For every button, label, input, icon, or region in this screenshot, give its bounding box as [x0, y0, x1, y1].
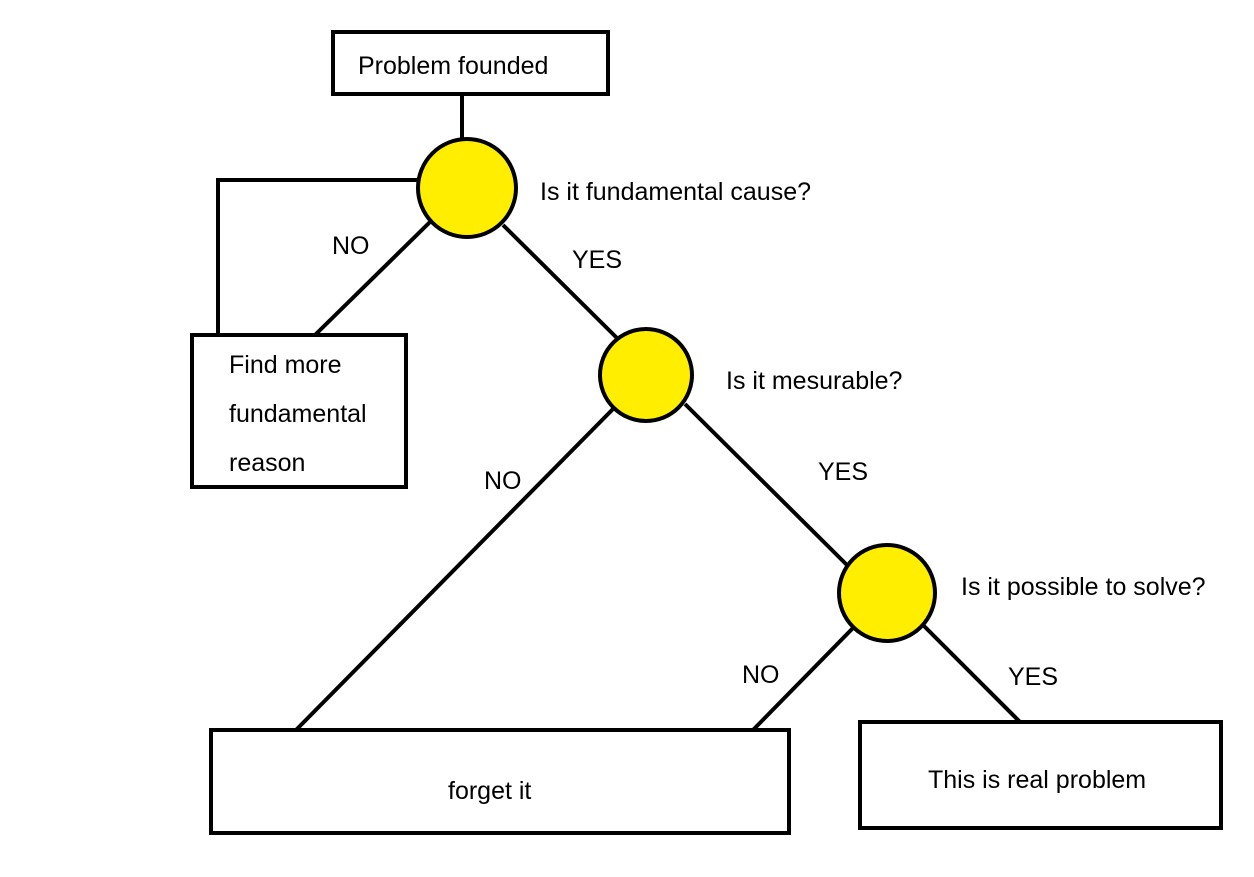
edge-q1-loop-back — [216, 178, 419, 335]
edge-q1-yes — [501, 223, 624, 345]
find-more-line-2: fundamental — [229, 400, 367, 428]
decision-node-solvable — [837, 543, 937, 643]
find-more-line-1: Find more — [229, 351, 342, 379]
real-problem-box — [858, 720, 1223, 830]
edge-q3-yes — [922, 624, 1022, 724]
start-box — [331, 30, 610, 96]
edge-label-q1-no: NO — [332, 232, 370, 260]
edge-q1-no — [313, 220, 432, 337]
start-label: Problem founded — [358, 52, 548, 80]
edge-q2-yes — [683, 402, 854, 572]
edge-label-q1-yes: YES — [572, 246, 622, 274]
edge-label-q3-no: NO — [742, 661, 780, 689]
find-more-line-3: reason — [229, 449, 305, 477]
forget-box — [209, 728, 791, 835]
find-more-box — [190, 333, 408, 489]
edge-label-q2-yes: YES — [818, 458, 868, 486]
question-fundamental: Is it fundamental cause? — [540, 178, 811, 206]
edge-q2-no — [294, 406, 616, 732]
edge-label-q3-yes: YES — [1008, 663, 1058, 691]
edge-label-q2-no: NO — [484, 467, 522, 495]
edge-q3-no — [751, 626, 855, 732]
question-measurable: Is it mesurable? — [726, 367, 902, 395]
decision-node-measurable — [598, 327, 694, 423]
real-problem-label: This is real problem — [928, 766, 1146, 794]
connectors — [216, 94, 1022, 732]
decision-node-fundamental — [416, 137, 518, 239]
question-solvable: Is it possible to solve? — [961, 573, 1206, 601]
forget-label: forget it — [448, 777, 531, 805]
